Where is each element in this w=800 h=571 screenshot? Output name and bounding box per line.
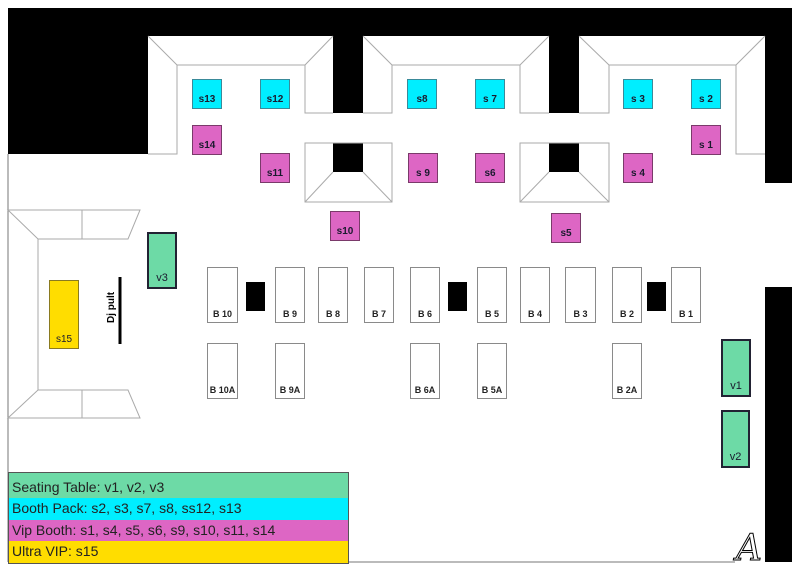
seating-v3[interactable]: v3	[147, 232, 177, 289]
legend-ultra-vip: Ultra VIP: s15	[9, 541, 348, 563]
seating-v1[interactable]: v1	[721, 339, 751, 397]
legend-vip-booth: Vip Booth: s1, s4, s5, s6, s9, s10, s11,…	[9, 519, 348, 541]
vip-s4[interactable]: s 4	[623, 153, 653, 183]
vip-s14[interactable]: s14	[192, 125, 222, 155]
booth-b2[interactable]: B 2	[612, 267, 642, 323]
booth-s7[interactable]: s 7	[475, 79, 505, 109]
booth-b6a[interactable]: B 6A	[410, 343, 440, 399]
seating-v2[interactable]: v2	[721, 410, 750, 468]
vip-s6[interactable]: s6	[475, 153, 505, 183]
booth-b1[interactable]: B 1	[671, 267, 701, 323]
dj-pult-label: Dj pult	[106, 291, 118, 324]
booth-b10[interactable]: B 10	[207, 267, 238, 323]
ultra-vip-s15[interactable]: s15	[49, 280, 79, 349]
vip-s5[interactable]: s5	[551, 213, 581, 243]
booth-b9[interactable]: B 9	[275, 267, 305, 323]
booth-b3[interactable]: B 3	[565, 267, 596, 323]
legend-seating-table: Seating Table: v1, v2, v3	[9, 473, 348, 498]
booth-b7[interactable]: B 7	[364, 267, 394, 323]
booth-s3[interactable]: s 3	[623, 79, 653, 109]
booth-s13[interactable]: s13	[192, 79, 222, 109]
speaker-block	[647, 282, 666, 311]
booth-b4[interactable]: B 4	[520, 267, 550, 323]
legend: Seating Table: v1, v2, v3 Booth Pack: s2…	[8, 472, 349, 564]
booth-b9a[interactable]: B 9A	[275, 343, 305, 399]
booth-s2[interactable]: s 2	[691, 79, 721, 109]
booth-b10a[interactable]: B 10A	[207, 343, 238, 399]
booth-b6[interactable]: B 6	[410, 267, 440, 323]
booth-b8[interactable]: B 8	[318, 267, 348, 323]
legend-booth-pack: Booth Pack: s2, s3, s7, s8, ss12, s13	[9, 498, 348, 520]
vip-s9[interactable]: s 9	[408, 153, 438, 183]
vip-s10[interactable]: s10	[330, 211, 360, 241]
vip-s1[interactable]: s 1	[691, 125, 721, 155]
booth-s12[interactable]: s12	[260, 79, 290, 109]
booth-b2a[interactable]: B 2A	[612, 343, 642, 399]
booth-s8[interactable]: s8	[407, 79, 437, 109]
speaker-block	[448, 282, 467, 311]
booth-b5[interactable]: B 5	[477, 267, 507, 323]
signature-logo: A	[736, 528, 763, 570]
vip-s11[interactable]: s11	[260, 153, 290, 183]
booth-b5a[interactable]: B 5A	[477, 343, 507, 399]
speaker-block	[246, 282, 265, 311]
